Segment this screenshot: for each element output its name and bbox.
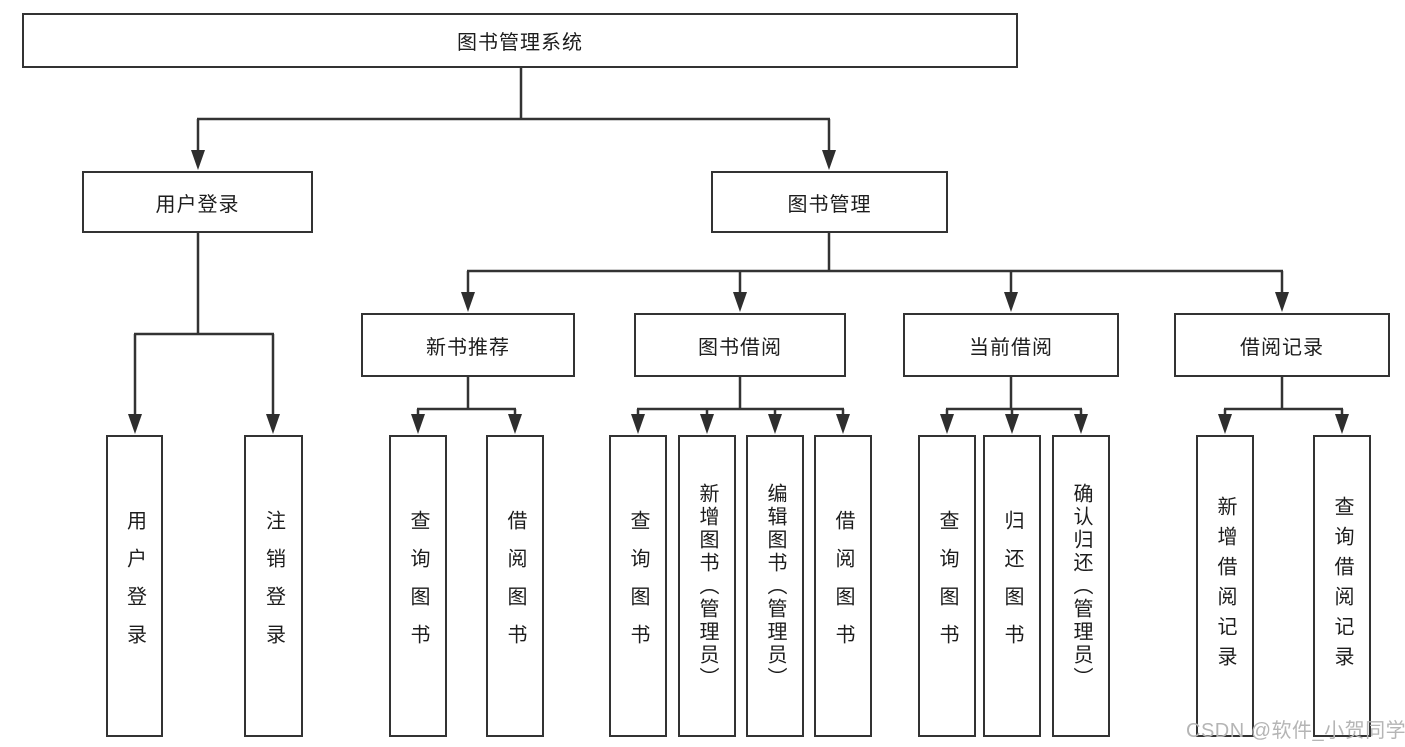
node-library-management-system: 图书管理系统 (22, 13, 1018, 68)
node-label: 借阅图书 (832, 510, 854, 662)
node-label: 查询图书 (627, 510, 649, 662)
node-add-books-admin: 新增图书（管理员） (678, 435, 736, 737)
node-label: 图书借阅 (698, 336, 782, 359)
connector-bookborrow-to-leaves (631, 377, 850, 434)
csdn-watermark: CSDN @软件_小贺同学 (1186, 720, 1405, 742)
node-newrec-borrow-books: 借阅图书 (486, 435, 544, 737)
node-edit-books-admin: 编辑图书（管理员） (746, 435, 804, 737)
node-borrow-books: 借阅图书 (814, 435, 872, 737)
node-return-books: 归还图书 (983, 435, 1041, 737)
node-label: 编辑图书（管理员） (764, 482, 786, 690)
node-label: 查询借阅记录 (1331, 496, 1353, 676)
node-current-borrowing: 当前借阅 (903, 313, 1119, 377)
node-user-login-group: 用户登录 (82, 171, 313, 233)
node-label: 新书推荐 (426, 336, 510, 359)
node-label: 图书管理 (787, 193, 872, 216)
node-label: 用户登录 (123, 510, 146, 662)
node-label: 注销登录 (262, 510, 285, 662)
node-current-query-books: 查询图书 (918, 435, 976, 737)
node-label: 图书管理系统 (457, 32, 583, 54)
node-borrowing-records: 借阅记录 (1174, 313, 1390, 377)
node-label: 借阅记录 (1240, 336, 1324, 359)
node-label: 查询图书 (407, 510, 429, 662)
node-add-borrow-record: 新增借阅记录 (1196, 435, 1254, 737)
node-confirm-return-admin: 确认归还（管理员） (1052, 435, 1110, 737)
node-borrow-query-books: 查询图书 (609, 435, 667, 737)
connector-userlogin-to-leaves (128, 233, 280, 434)
connector-currentborrow-to-leaves (940, 377, 1088, 434)
node-label: 借阅图书 (504, 510, 526, 662)
node-label: 新增借阅记录 (1214, 496, 1236, 676)
node-label: 当前借阅 (969, 336, 1053, 359)
connector-borrowrecord-to-leaves (1218, 377, 1349, 434)
connector-newbookrec-to-leaves (411, 377, 522, 434)
node-label: 查询图书 (936, 510, 958, 662)
connector-bookmgmt-to-level3 (461, 233, 1289, 312)
node-label: 确认归还（管理员） (1070, 482, 1092, 690)
node-newrec-query-books: 查询图书 (389, 435, 447, 737)
node-user-login: 用户登录 (106, 435, 163, 737)
node-book-borrowing: 图书借阅 (634, 313, 846, 377)
node-query-borrow-record: 查询借阅记录 (1313, 435, 1371, 737)
node-logout: 注销登录 (244, 435, 303, 737)
node-book-management: 图书管理 (711, 171, 948, 233)
node-label: 归还图书 (1001, 510, 1023, 662)
node-label: 用户登录 (155, 193, 240, 216)
node-new-book-recommendation: 新书推荐 (361, 313, 575, 377)
connector-root-to-level2 (191, 68, 836, 170)
node-label: 新增图书（管理员） (696, 482, 718, 690)
